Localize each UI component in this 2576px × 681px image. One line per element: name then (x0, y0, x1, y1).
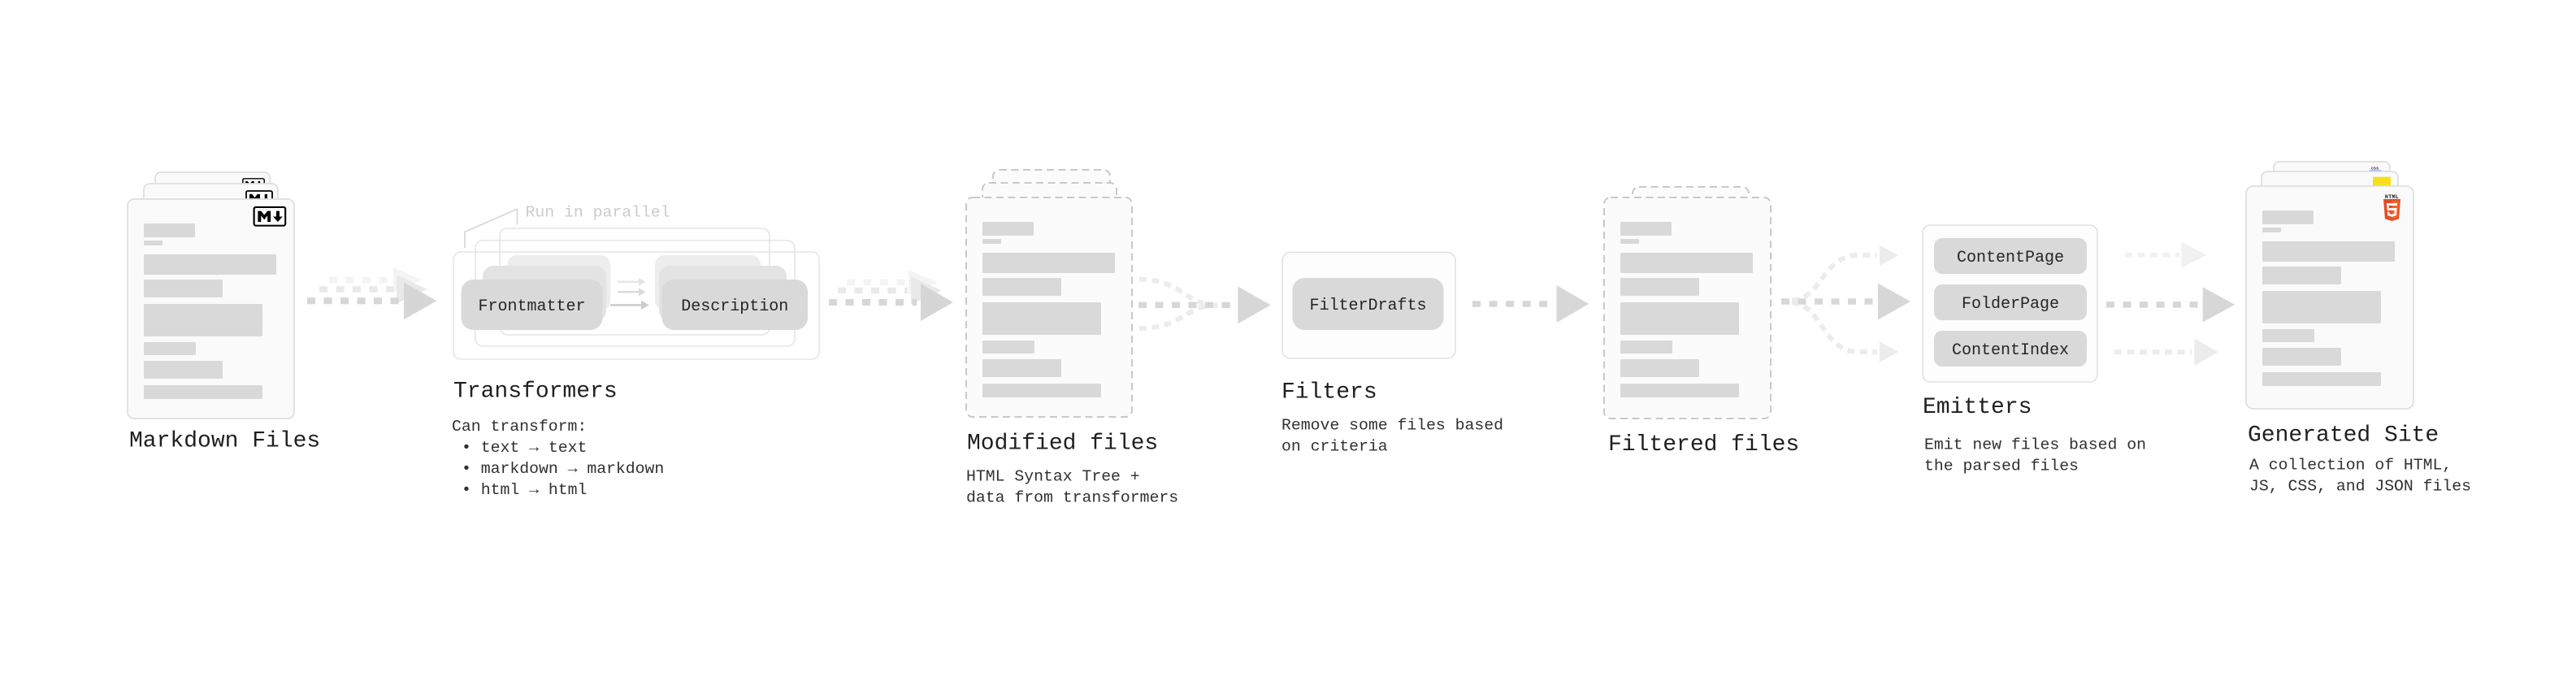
svg-text:on criteria: on criteria (1281, 437, 1388, 455)
svg-text:Run in parallel: Run in parallel (526, 204, 670, 222)
svg-text:Frontmatter: Frontmatter (478, 297, 585, 316)
svg-text:Transformers: Transformers (453, 380, 618, 405)
svg-text:FolderPage: FolderPage (1962, 295, 2059, 314)
svg-text:A collection of HTML,: A collection of HTML, (2249, 457, 2452, 475)
svg-text:Markdown Files: Markdown Files (129, 429, 320, 454)
svg-text:the parsed files: the parsed files (1924, 458, 2079, 475)
svg-text:HTML: HTML (2385, 194, 2399, 200)
svg-text:Emit new files based on: Emit new files based on (1924, 436, 2146, 454)
svg-text:Remove some files based: Remove some files based (1281, 416, 1503, 434)
svg-text:• text → text: • text → text (462, 439, 587, 457)
svg-text:Can transform:: Can transform: (452, 418, 587, 436)
svg-text:Description: Description (681, 297, 788, 316)
svg-text:ContentIndex: ContentIndex (1952, 341, 2069, 360)
svg-text:HTML Syntax Tree +: HTML Syntax Tree + (966, 467, 1140, 485)
svg-text:FilterDrafts: FilterDrafts (1309, 297, 1426, 315)
svg-text:Emitters: Emitters (1923, 395, 2032, 420)
svg-text:Filters: Filters (1281, 380, 1377, 406)
svg-text:ContentPage: ContentPage (1957, 249, 2064, 267)
svg-text:Filtered files: Filtered files (1608, 432, 1799, 458)
svg-text:• markdown → markdown: • markdown → markdown (462, 460, 664, 478)
svg-text:data from transformers: data from transformers (966, 488, 1178, 506)
svg-text:Generated Site: Generated Site (2248, 423, 2439, 449)
svg-text:• html → html: • html → html (462, 481, 587, 499)
svg-text:JS, CSS, and JSON files: JS, CSS, and JSON files (2249, 478, 2471, 496)
svg-text:CSS: CSS (2371, 167, 2379, 171)
svg-text:Modified files: Modified files (967, 432, 1158, 457)
